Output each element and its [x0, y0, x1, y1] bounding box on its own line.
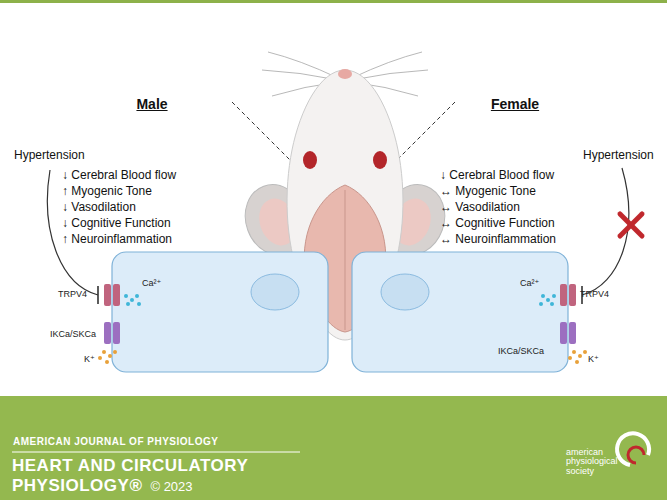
outcome-item: ↑ Neuroinflammation	[62, 232, 172, 246]
nucleus	[381, 274, 429, 310]
copyright: © 2023	[150, 479, 192, 494]
trpv4-channel	[560, 284, 576, 306]
cell-box: TRPV4Ca²⁺IKCa/SKCaK⁺	[112, 252, 328, 372]
blocked-cross	[620, 214, 642, 236]
endothelial-cell	[112, 252, 328, 372]
cell-label: IKCa/SKCa	[498, 346, 544, 356]
ik-sk-channel	[560, 322, 576, 344]
outcome-item: ↑ Myogenic Tone	[62, 184, 152, 198]
cell-label: Ca²⁺	[520, 278, 539, 288]
outcome-item: ↔ Vasodilation	[440, 200, 520, 214]
cell-label: TRPV4	[58, 289, 87, 299]
journal-name: AMERICAN JOURNAL OF PHYSIOLOGY	[13, 436, 218, 447]
potassium-ions	[568, 350, 587, 364]
journal-title: PHYSIOLOGY®	[12, 476, 142, 496]
cell-box: TRPV4Ca²⁺IKCa/SKCaK⁺	[352, 252, 568, 372]
cell-label: K⁺	[588, 354, 599, 364]
outcome-item: ↔ Neuroinflammation	[440, 232, 556, 246]
nucleus	[251, 274, 299, 310]
top-rule	[0, 0, 667, 3]
sex-heading: Male	[136, 96, 167, 112]
cell-label: TRPV4	[580, 289, 609, 299]
journal-banner	[0, 396, 667, 500]
inhibition-bar	[97, 286, 99, 304]
condition-label: Hypertension	[14, 148, 85, 162]
ik-sk-channel	[104, 322, 120, 344]
outcome-item: ↓ Cognitive Function	[62, 216, 171, 230]
calcium-ions	[539, 294, 556, 306]
outcome-item: ↔ Myogenic Tone	[440, 184, 536, 198]
calcium-ions	[124, 294, 141, 306]
endothelial-cell	[352, 252, 568, 372]
cell-label: IKCa/SKCa	[50, 329, 96, 339]
potassium-ions	[98, 350, 117, 364]
society-name: american physiological society	[566, 448, 626, 476]
condition-label: Hypertension	[583, 148, 654, 162]
sex-heading: Female	[491, 96, 539, 112]
mouse-head	[235, 52, 454, 340]
society-logo	[617, 433, 649, 465]
outcome-item: ↓ Cerebral Blood flow	[62, 168, 176, 182]
banner-rule	[12, 452, 300, 453]
journal-title: HEART AND CIRCULATORY	[12, 456, 248, 476]
outcome-item: ↓ Cerebral Blood flow	[440, 168, 554, 182]
cell-label: K⁺	[84, 354, 95, 364]
cell-label: Ca²⁺	[142, 278, 161, 288]
trpv4-channel	[104, 284, 120, 306]
outcome-item: ↔ Cognitive Function	[440, 216, 555, 230]
outcome-item: ↓ Vasodilation	[62, 200, 136, 214]
